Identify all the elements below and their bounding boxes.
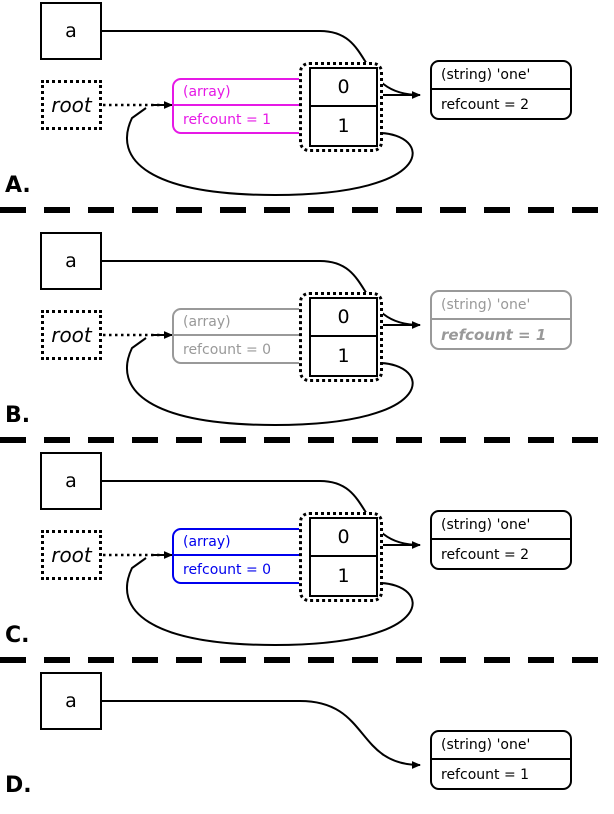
- root-label: root: [51, 93, 92, 117]
- variable-box-a[interactable]: a: [40, 672, 102, 730]
- array-zval-box[interactable]: (array) refcount = 0: [172, 528, 310, 584]
- string-type-label: (string) 'one': [432, 292, 570, 320]
- root-box[interactable]: root: [41, 530, 102, 580]
- panel-label-c: C.: [5, 623, 30, 648]
- variable-box-a[interactable]: a: [40, 452, 102, 510]
- string-zval-box[interactable]: (string) 'one' refcount = 1: [430, 290, 572, 350]
- panel-a-connectors: [0, 30, 614, 213]
- array-index-cell-1[interactable]: 1: [337, 565, 350, 587]
- panel-label-d: D.: [5, 773, 32, 798]
- array-zval-box[interactable]: (array) refcount = 0: [172, 308, 310, 364]
- array-type-label: (array): [174, 530, 308, 556]
- variable-label: a: [65, 690, 77, 712]
- string-type-label: (string) 'one': [432, 512, 570, 540]
- panel-b-connectors: [0, 260, 614, 443]
- array-index-cell-0[interactable]: 0: [311, 299, 376, 337]
- array-refcount-label: refcount = 0: [183, 562, 272, 578]
- variable-label: a: [65, 470, 77, 492]
- string-type-label: (string) 'one': [432, 62, 570, 90]
- panel-label-a: A.: [5, 173, 31, 198]
- string-type-label: (string) 'one': [432, 732, 570, 760]
- array-index-cell-0[interactable]: 0: [311, 69, 376, 107]
- array-refcount-label: refcount = 0: [183, 342, 272, 358]
- array-index-cell-1[interactable]: 1: [337, 115, 350, 137]
- string-zval-box[interactable]: (string) 'one' refcount = 2: [430, 510, 572, 570]
- panel-c-connectors: [0, 480, 614, 663]
- array-index-cell-0[interactable]: 0: [311, 519, 376, 557]
- array-index-cell-1[interactable]: 1: [337, 345, 350, 367]
- variable-box-a[interactable]: a: [40, 2, 102, 60]
- array-refcount-label: refcount = 1: [183, 112, 272, 128]
- array-index-cells: 0 1: [309, 297, 378, 377]
- string-zval-box[interactable]: (string) 'one' refcount = 2: [430, 60, 572, 120]
- string-refcount-label: refcount = 2: [441, 547, 530, 563]
- array-zval-box[interactable]: (array) refcount = 1: [172, 78, 310, 134]
- root-box[interactable]: root: [41, 310, 102, 360]
- array-index-cells: 0 1: [309, 517, 378, 597]
- root-box[interactable]: root: [41, 80, 102, 130]
- string-refcount-label: refcount = 1: [441, 326, 547, 344]
- panel-label-b: B.: [5, 403, 31, 428]
- variable-label: a: [65, 250, 77, 272]
- array-type-label: (array): [174, 310, 308, 336]
- array-type-label: (array): [174, 80, 308, 106]
- array-index-cells: 0 1: [309, 67, 378, 147]
- string-zval-box[interactable]: (string) 'one' refcount = 1: [430, 730, 572, 790]
- variable-box-a[interactable]: a: [40, 232, 102, 290]
- variable-label: a: [65, 20, 77, 42]
- string-refcount-label: refcount = 1: [441, 767, 530, 783]
- root-label: root: [51, 543, 92, 567]
- string-refcount-label: refcount = 2: [441, 97, 530, 113]
- panel-d-connectors: [102, 700, 421, 769]
- root-label: root: [51, 323, 92, 347]
